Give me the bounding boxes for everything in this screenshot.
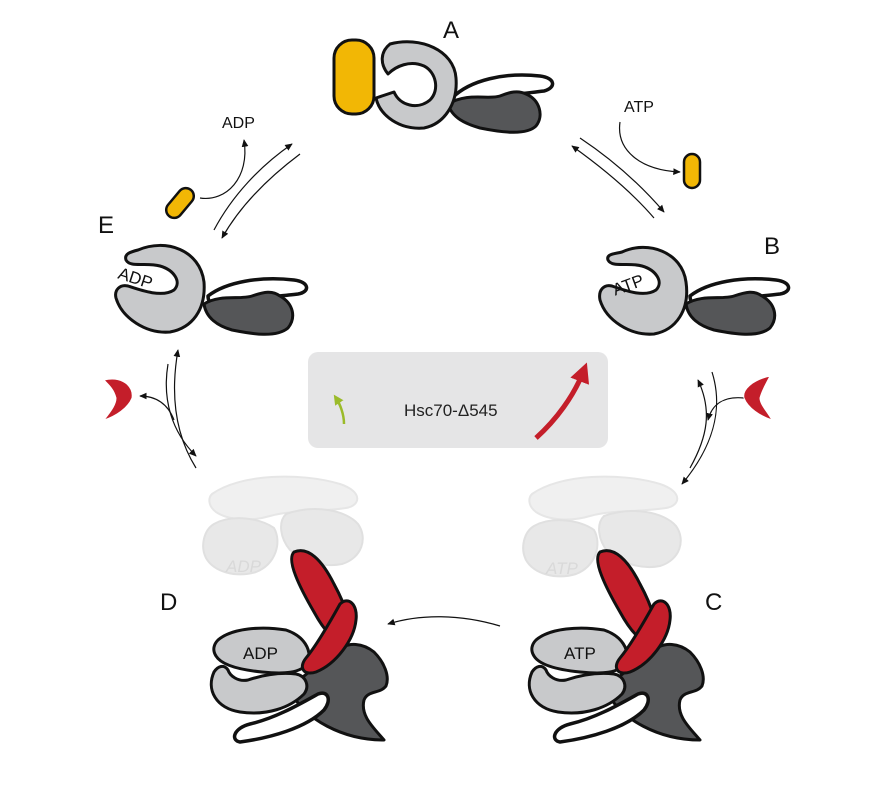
nucleotide-c-faded: ATP [545, 559, 578, 578]
atp-input-label: ATP [624, 99, 654, 116]
sbd-lid-d [232, 691, 330, 744]
cochaperone-d-lower [300, 599, 358, 675]
center-box: Hsc70-Δ545 [308, 352, 608, 448]
nbd-a [374, 40, 458, 130]
state-label-a: A [443, 17, 459, 44]
adp-release-label: ADP [222, 115, 255, 132]
small-rate-arrow [333, 394, 346, 425]
arrow-e-to-d [165, 363, 197, 457]
arrow-a-to-e [221, 153, 301, 239]
arrow-a-to-b [579, 137, 665, 213]
nucleotide-d-faded: ADP [225, 557, 262, 576]
arrow-d-to-e [173, 349, 197, 469]
arrow-b-to-a [571, 145, 655, 219]
cochaperone-c-lower [614, 599, 672, 675]
arrow-e-to-a [213, 143, 293, 231]
state-label-e: E [98, 212, 114, 239]
state-label-b: B [764, 233, 780, 260]
nbd-b [598, 246, 689, 336]
nbd-d-upper [212, 626, 311, 675]
center-box-label: Hsc70-Δ545 [404, 401, 498, 420]
cochaperone-e [102, 378, 133, 422]
faded-partner-c: ATP [522, 475, 682, 578]
arrow-atp-in [619, 121, 681, 176]
sbd-base-e [202, 290, 295, 336]
sbd-base-b [684, 290, 777, 336]
transition-d-to-e [102, 349, 197, 469]
transition-a-to-b: ATP [571, 99, 702, 219]
large-rate-arrow [534, 362, 590, 440]
state-label-d: D [160, 589, 177, 616]
sbd-base-a [446, 90, 542, 134]
state-d: D ADP ADP [160, 475, 389, 744]
nbd-c-upper [530, 626, 629, 675]
cochaperone-b [743, 375, 774, 421]
arrow-c-to-b [689, 379, 708, 469]
released-substrate-b [682, 152, 702, 190]
state-e: E ADP [98, 212, 309, 336]
arrow-adp-out [199, 139, 249, 199]
transition-b-to-c [681, 371, 774, 485]
state-b: B ATP [598, 233, 791, 336]
nbd-e [114, 244, 206, 334]
state-label-c: C [705, 589, 722, 616]
arrow-c-to-d [387, 616, 501, 627]
substrate-a [332, 38, 376, 116]
arrow-cochaperone-in [706, 397, 745, 421]
nbd-d-lower [209, 664, 309, 715]
faded-partner-d: ADP [202, 475, 364, 576]
nucleotide-d: ADP [243, 644, 278, 663]
arrow-cochaperone-out [139, 392, 175, 421]
sbd-lid-c [552, 691, 650, 744]
state-c: C ATP ATP [522, 475, 722, 744]
center-box-background [308, 352, 608, 448]
arrow-b-to-c [681, 371, 718, 485]
transition-e-to-a: ADP [164, 115, 301, 239]
nucleotide-c: ATP [564, 644, 596, 663]
incoming-substrate-e [164, 186, 196, 220]
state-a: A [332, 17, 555, 134]
nbd-c-lower [527, 664, 627, 715]
